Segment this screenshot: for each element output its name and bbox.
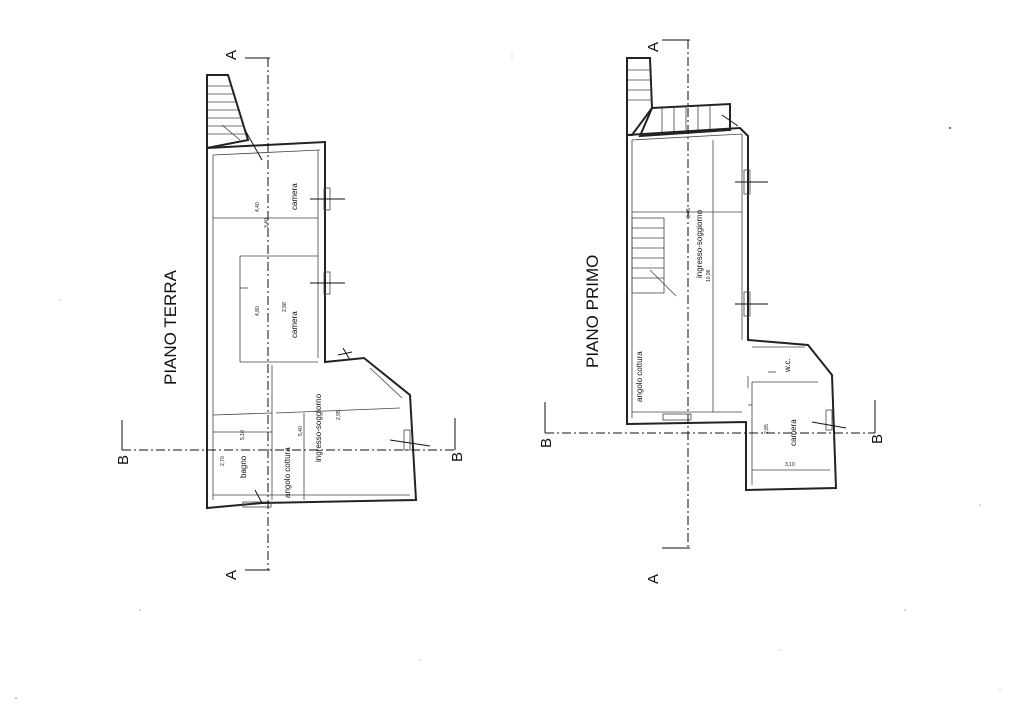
ground-floor-windows [242, 187, 431, 508]
first-section-b-right: B [869, 434, 886, 444]
ground-room-label: ingresso-soggiorno [314, 393, 323, 462]
first-floor-section-b [544, 400, 876, 434]
first-dimension: 10,96 [706, 269, 712, 282]
ground-floor-title: PIANO TERRA [161, 269, 180, 385]
first-room-label: ingresso-soggiorno [695, 209, 704, 278]
first-floor-windows [662, 169, 847, 431]
ground-dimension: 2,95 [336, 410, 342, 420]
first-floor-outline [626, 126, 838, 492]
first-section-a-bottom: A [645, 574, 662, 584]
ground-floor-stairs [206, 74, 250, 150]
ground-dimension: 2,70 [220, 456, 226, 466]
ground-dimension: 5,10 [240, 430, 246, 440]
first-dimension: 3,10 [785, 462, 795, 468]
scan-noise [15, 55, 1001, 699]
ground-room-label: camera [290, 311, 299, 338]
first-floor-stairs [626, 57, 739, 138]
first-room-label: camera [789, 419, 798, 446]
first-dimension: 2,85 [764, 424, 770, 434]
first-floor-section-a [662, 39, 690, 549]
first-dimension: 3,45 [686, 208, 692, 218]
ground-dimension: 3,40 [264, 218, 270, 228]
first-floor-title: PIANO PRIMO [583, 255, 602, 368]
ground-dimension: 4,80 [255, 306, 261, 316]
ground-dimension: 4,40 [255, 202, 261, 212]
ground-dimension: 5,40 [298, 426, 304, 436]
ground-section-a-top: A [223, 50, 240, 60]
ground-floor-section-a [244, 57, 270, 571]
ground-room-label: bagno [239, 455, 248, 478]
first-section-b-left: B [538, 438, 555, 448]
ground-floor-plan: PIANO TERRA A A B B camera camera ingres… [115, 50, 466, 580]
first-room-label: w.c. [783, 358, 792, 373]
ground-dimension: 2,98 [282, 302, 288, 312]
ground-section-b-left: B [115, 455, 132, 465]
first-room-label: angolo cottura [635, 351, 644, 402]
first-section-a-top: A [645, 42, 662, 52]
ground-floor-section-b [121, 418, 456, 451]
first-floor-plan: PIANO PRIMO A A B B ingresso-soggiorno a… [538, 39, 886, 584]
ground-room-label: angolo cottura [283, 447, 292, 498]
ground-room-label: camera [290, 183, 299, 210]
first-floor-inner-stairs [631, 217, 677, 297]
ground-section-a-bottom: A [223, 570, 240, 580]
ground-section-b-right: B [449, 452, 466, 462]
ground-floor-outline [206, 140, 418, 510]
